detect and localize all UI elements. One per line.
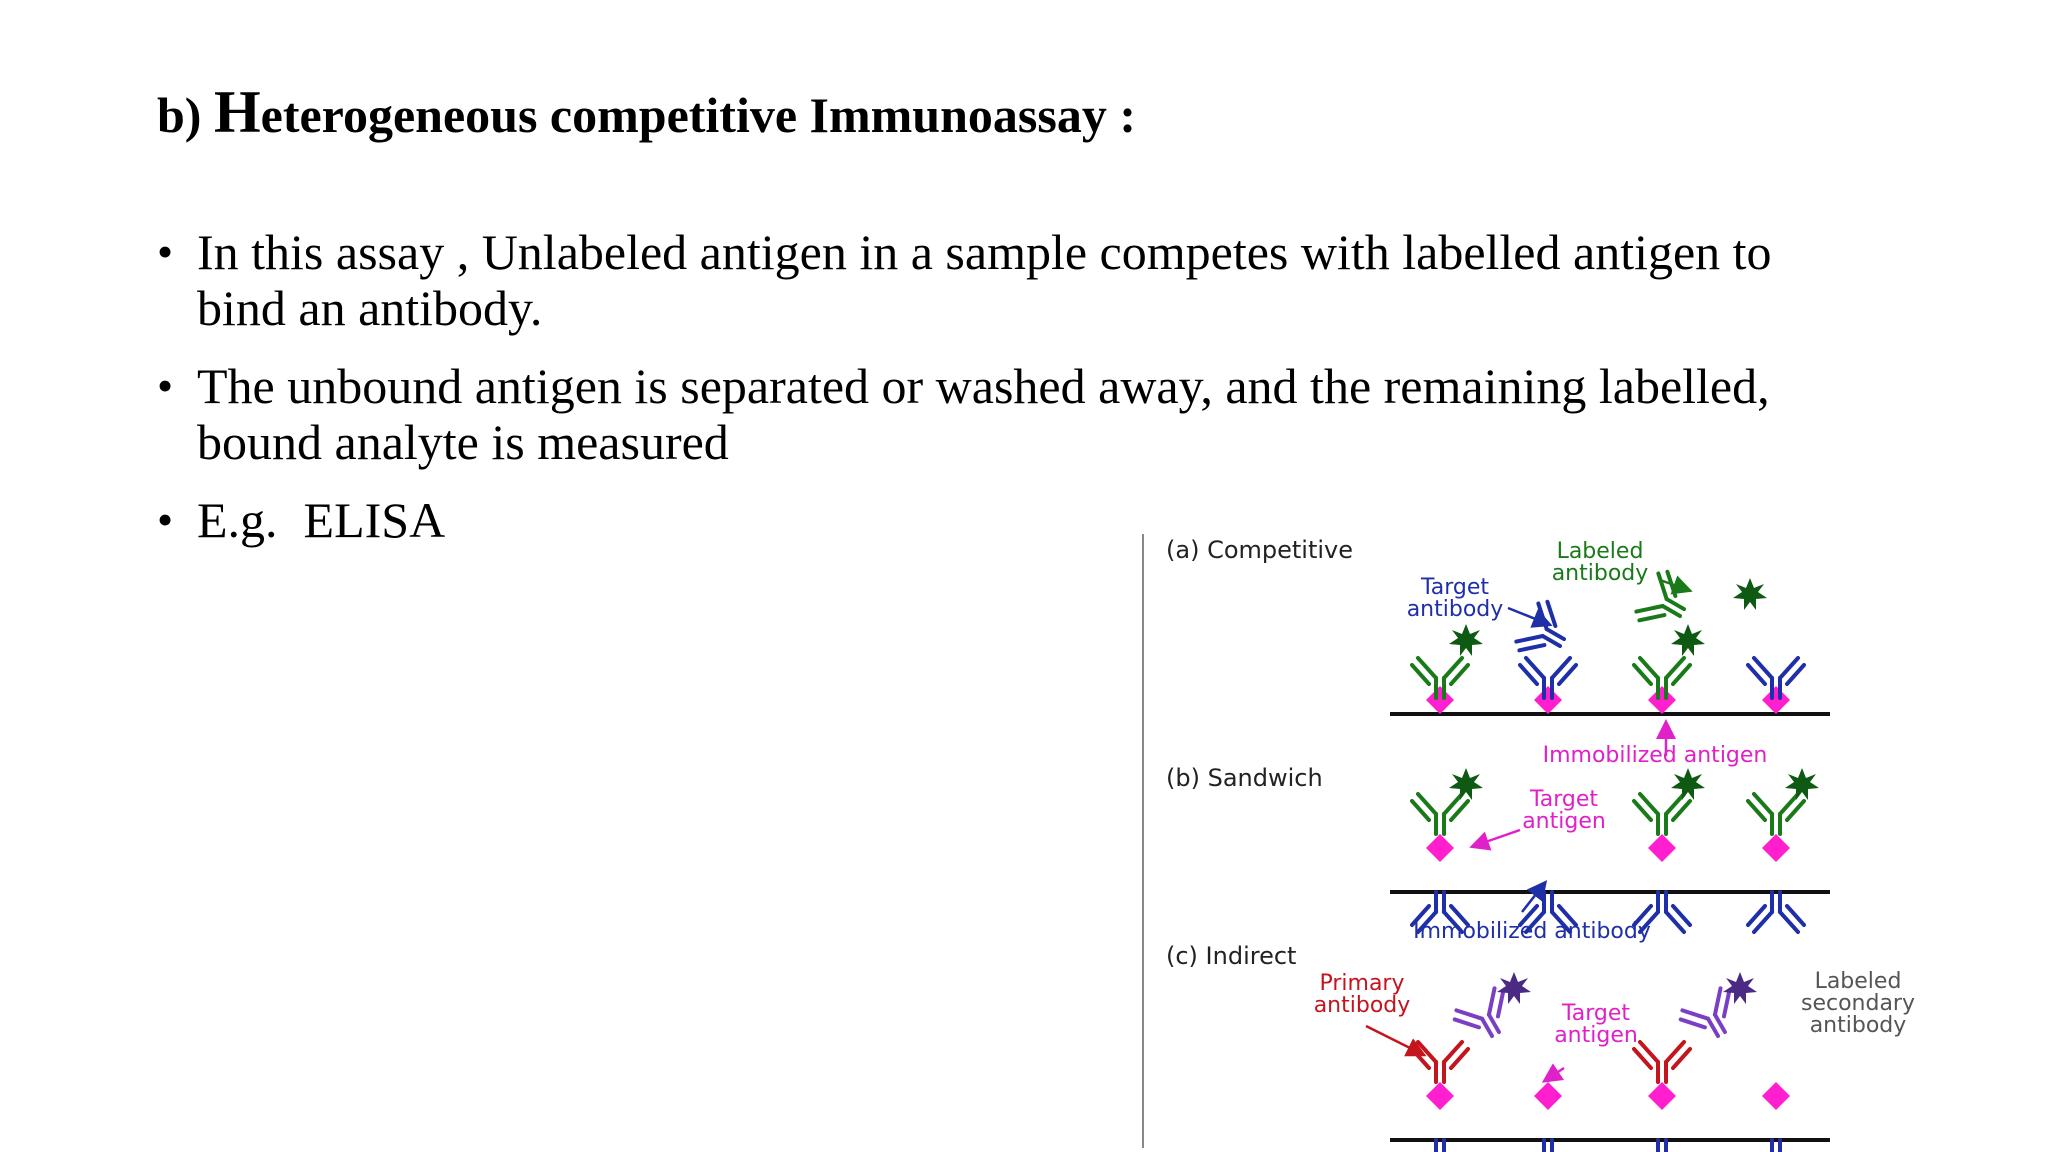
- label-star-icon: [1449, 624, 1483, 656]
- sandwich-group: [1410, 768, 1483, 934]
- label-star-icon: [1449, 768, 1483, 800]
- labeled-antibody-arrow: [1659, 575, 1693, 595]
- antigen-group: [1518, 656, 1578, 714]
- sandwich-group: [1746, 768, 1819, 934]
- bullet-dot-icon: •: [157, 494, 174, 545]
- label-star-icon: [1671, 768, 1705, 800]
- indirect-group: [1632, 972, 1757, 1152]
- bullet-item: •The unbound antigen is separated or was…: [157, 358, 1770, 470]
- antigen-group: [1632, 624, 1705, 714]
- immobilized-antibody-label: Immobilized antibody: [1413, 919, 1651, 944]
- bullet-item: •In this assay , Unlabeled antigen in a …: [157, 224, 1772, 336]
- target-antibody-arrow: [1507, 606, 1553, 628]
- target-antigen-c-arrow: [1541, 1063, 1565, 1083]
- bullet-dot-icon: •: [157, 360, 174, 411]
- free-target-antibody: [1511, 596, 1578, 669]
- free-label-star-icon: [1733, 578, 1767, 610]
- panel-c-title: (c) Indirect: [1166, 942, 1296, 970]
- panel-a-title: (a) Competitive: [1166, 536, 1353, 564]
- immobilized-antibody-arrow: [1521, 880, 1548, 913]
- label-star-icon: [1671, 624, 1705, 656]
- antigen-group: [1746, 656, 1806, 714]
- slide-title: b) Heterogeneous competitive Immunoassay…: [157, 79, 1136, 145]
- antigen-group: [1410, 624, 1483, 714]
- target-antigen-arrow: [1469, 828, 1521, 851]
- panel-b-title: (b) Sandwich: [1166, 764, 1323, 792]
- immobilized-antigen-label: Immobilized antigen: [1543, 743, 1768, 768]
- sandwich-group: [1632, 768, 1705, 934]
- bullet-list: •In this assay , Unlabeled antigen in a …: [157, 224, 1857, 570]
- indirect-group: [1410, 972, 1531, 1152]
- bullet-dot-icon: •: [157, 226, 174, 277]
- bullet-item: •E.g.ELISA: [157, 492, 446, 548]
- label-star-icon: [1785, 768, 1819, 800]
